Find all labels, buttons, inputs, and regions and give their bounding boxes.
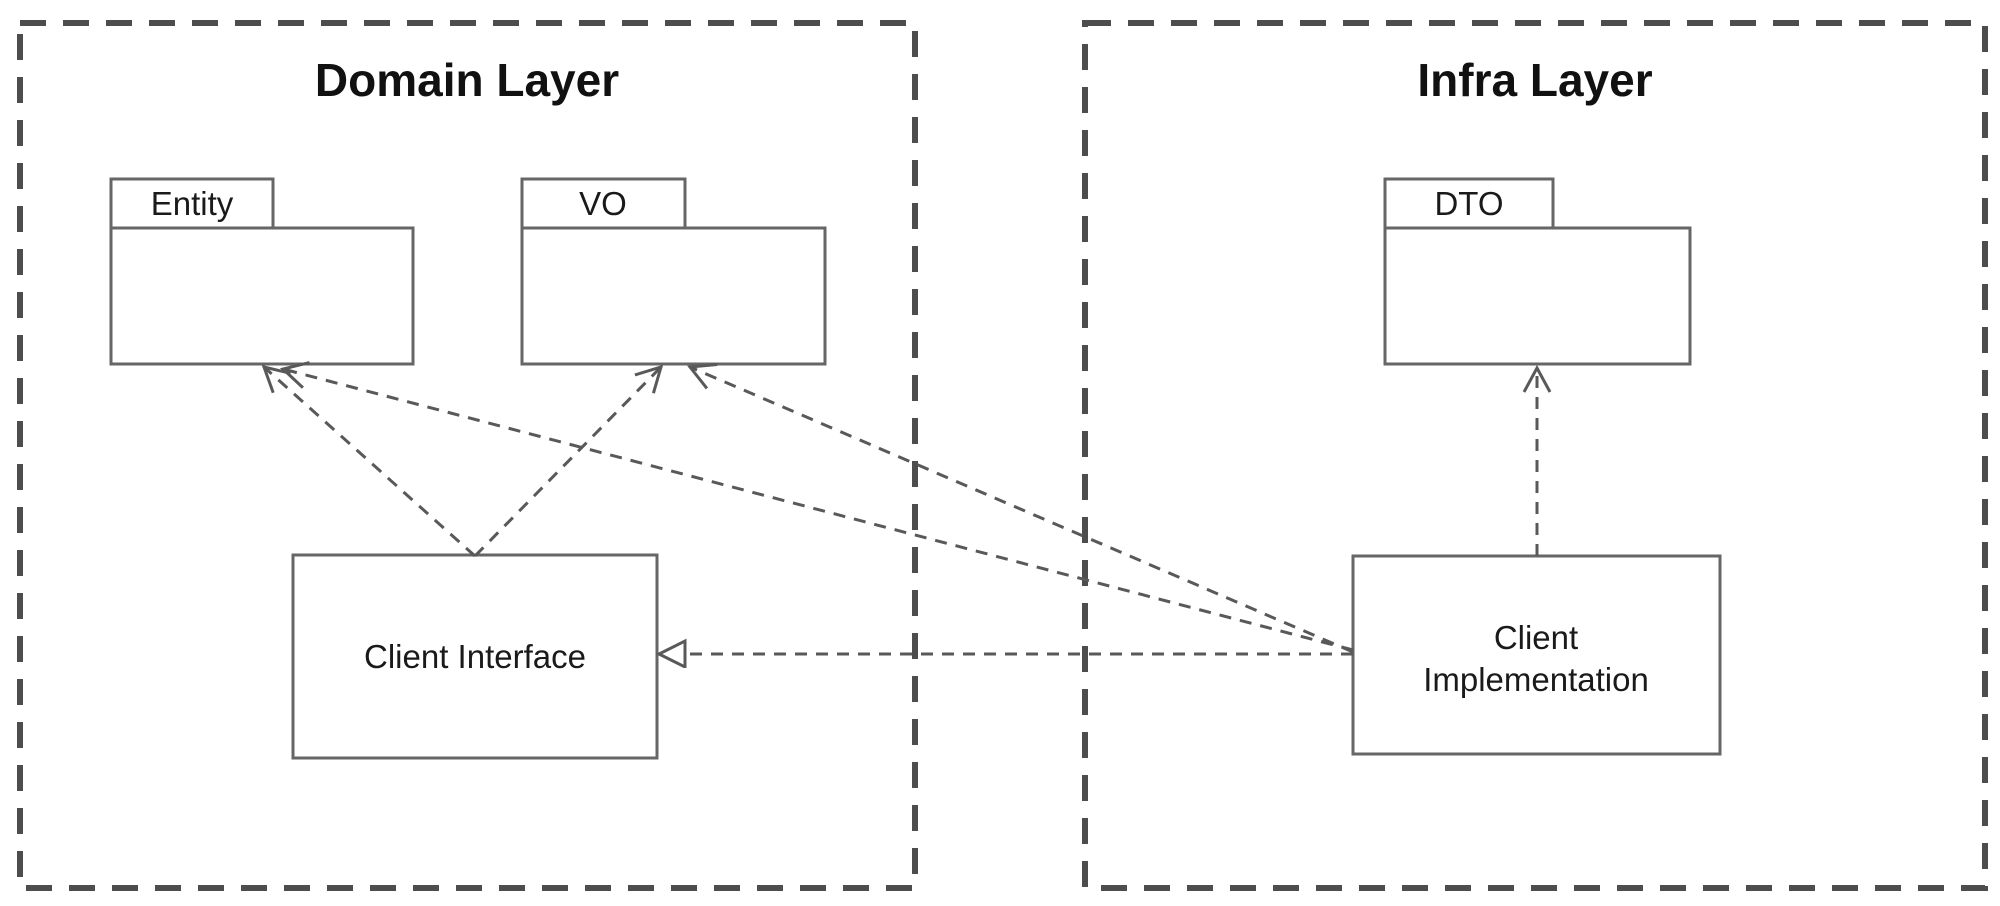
vo-package-tab <box>520 177 687 230</box>
entity-package-tab <box>109 177 275 230</box>
domain-layer-border <box>17 20 918 891</box>
entity-package: Entity <box>109 177 415 366</box>
dto-package: DTO <box>1383 177 1692 366</box>
client-implementation-label-line1: Client <box>1494 619 1578 656</box>
edge-client-implementation-to-vo <box>687 363 1354 654</box>
client-interface-label: Client Interface <box>364 638 586 675</box>
dto-package-label: DTO <box>1434 185 1503 222</box>
client-implementation-label-line2: Implementation <box>1423 661 1649 698</box>
infra-layer-container: Infra Layer <box>1082 20 1988 891</box>
dto-package-body <box>1383 226 1692 366</box>
entity-package-label: Entity <box>151 185 234 222</box>
domain-layer-container: Domain Layer <box>17 20 918 891</box>
client-interface-rect <box>291 553 659 760</box>
infra-layer-border <box>1082 20 1988 891</box>
entity-package-body <box>109 226 415 366</box>
edge-client-implementation-to-entity <box>279 361 1354 652</box>
edge-client-interface-to-entity <box>261 364 477 558</box>
vo-package-body <box>520 226 827 366</box>
infra-layer-title: Infra Layer <box>1417 54 1652 106</box>
client-implementation-rect <box>1351 554 1722 756</box>
client-implementation-box: Client Implementation <box>1351 554 1722 756</box>
client-interface-box: Client Interface <box>291 553 659 760</box>
vo-package-label: VO <box>579 185 627 222</box>
vo-package: VO <box>520 177 827 366</box>
edge-client-interface-to-vo <box>473 364 664 558</box>
domain-layer-title: Domain Layer <box>315 54 619 106</box>
